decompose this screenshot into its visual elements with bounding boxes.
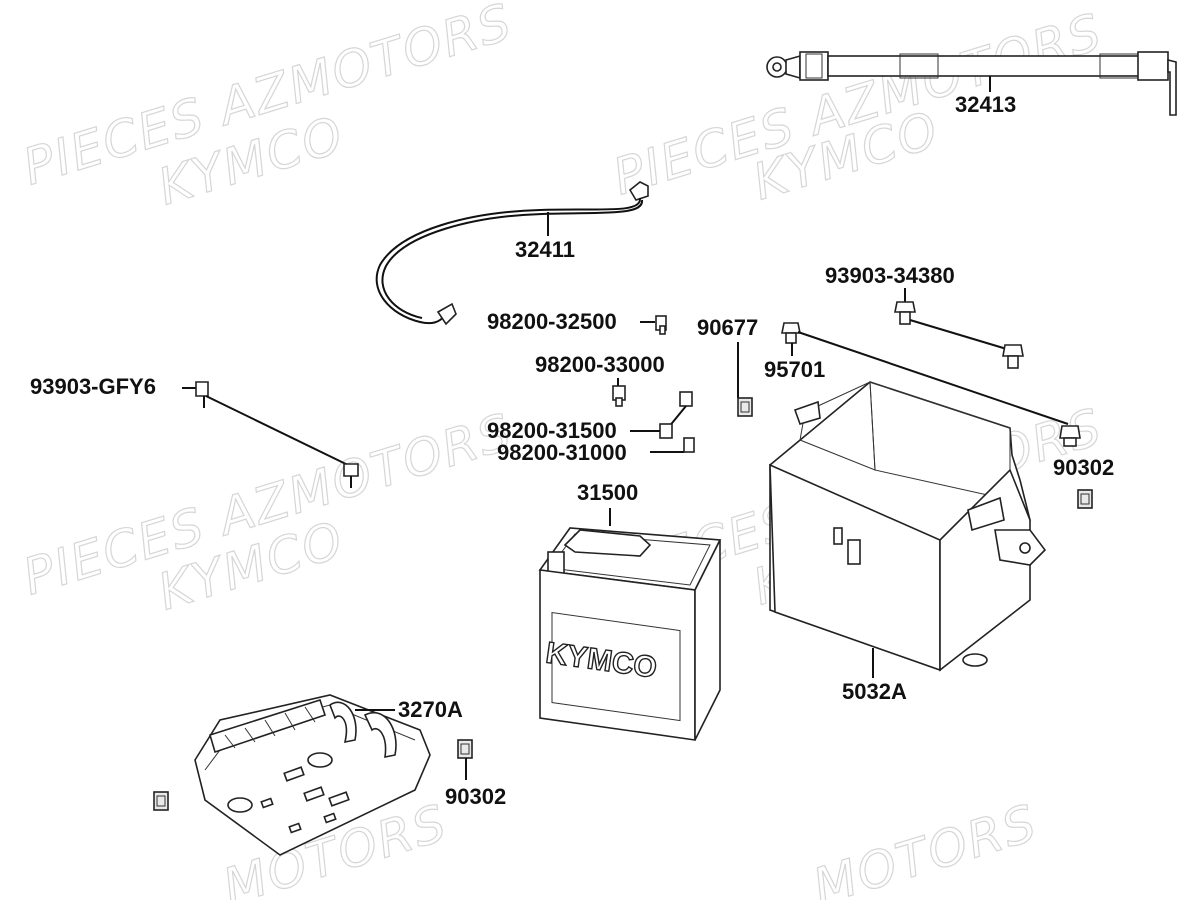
label-32411: 32411 — [515, 237, 575, 262]
label-93903-34380: 93903-34380 — [825, 263, 955, 288]
fuse-98200-31000[interactable] — [650, 437, 695, 453]
label-3270a: 3270A — [398, 697, 463, 722]
label-98200-31000: 98200-31000 — [497, 440, 627, 465]
label-95701: 95701 — [764, 357, 825, 382]
label-5032a: 5032A — [842, 679, 907, 704]
label-98200-33000: 98200-33000 — [535, 352, 665, 377]
battery-case-5032a[interactable] — [769, 381, 1047, 678]
label-90677: 90677 — [697, 315, 758, 340]
label-90302-right: 90302 — [1053, 455, 1114, 480]
battery-31500[interactable]: KYMCO — [538, 508, 722, 741]
fuse-98200-33000[interactable] — [612, 378, 626, 407]
bolt-95701[interactable] — [781, 322, 1081, 447]
cable-32413[interactable] — [766, 51, 1177, 116]
bolt-93903-gfy6[interactable] — [182, 381, 359, 488]
cable-32411[interactable] — [375, 181, 649, 326]
label-32413: 32413 — [955, 92, 1016, 117]
battery-cover-3270a[interactable] — [194, 694, 431, 856]
bolt-93903-34380[interactable] — [894, 288, 1024, 369]
fuse-98200-32500[interactable] — [640, 315, 667, 335]
nut-90302-right[interactable] — [1077, 489, 1093, 509]
watermark-text: MOTORS — [807, 794, 1045, 900]
nut-90302-extra[interactable] — [153, 791, 169, 811]
nut-90302-left[interactable] — [457, 739, 473, 780]
nut-90677[interactable] — [737, 342, 753, 417]
label-90302-left: 90302 — [445, 784, 506, 809]
label-98200-32500: 98200-32500 — [487, 309, 617, 334]
label-31500: 31500 — [577, 480, 638, 505]
label-93903-gfy6: 93903-GFY6 — [30, 374, 156, 399]
label-98200-31500: 98200-31500 — [487, 418, 617, 443]
fuse-98200-31500[interactable] — [630, 391, 693, 439]
